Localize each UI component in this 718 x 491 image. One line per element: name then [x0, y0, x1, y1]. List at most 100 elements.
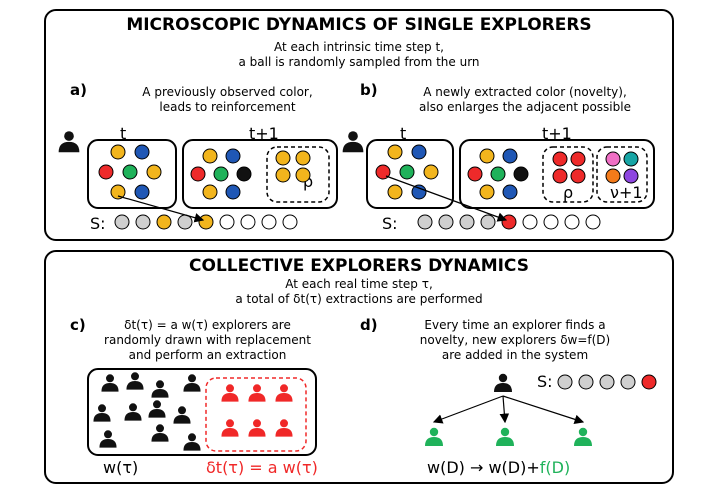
urn-t1-a-ball-black — [236, 166, 252, 182]
new-explorer-arrow — [502, 395, 585, 424]
sequence-b-ball — [417, 214, 433, 230]
panel-b-label: b) — [360, 81, 378, 99]
panel-c-desc-line3: and perform an extraction — [128, 348, 287, 362]
urn-t-b-ball-yellow — [423, 164, 439, 180]
sequence-d-ball — [641, 374, 657, 390]
sequence-d-ball — [557, 374, 573, 390]
sequence-b-ball — [585, 214, 601, 230]
new-explorer-arrow — [432, 395, 504, 424]
sequence-a-ball — [282, 214, 298, 230]
sequence-b-ball — [501, 214, 517, 230]
explorer-red — [275, 419, 293, 437]
formula-f-term: f(D) — [539, 458, 571, 477]
urn-t-b-ball-yellow — [387, 144, 403, 160]
explorer-red — [248, 384, 266, 402]
panel-d-desc-line3: are added in the system — [441, 348, 589, 362]
selected-explorers-box — [205, 377, 307, 452]
explorer-black — [173, 406, 191, 424]
urn-t1-b-ball-yellow — [479, 184, 495, 200]
panel-a-desc-line1: A previously observed color, — [142, 85, 313, 99]
reinforcement-box-a — [266, 146, 330, 203]
urn-t-a-ball-blue — [134, 184, 150, 200]
urn-t1-b-ball-yellow — [479, 148, 495, 164]
reinforcement-ball-yellow — [295, 167, 311, 183]
extraction-arrow-a — [117, 195, 205, 223]
urn-t1-a-ball-blue — [225, 148, 241, 164]
explorer-red — [221, 419, 239, 437]
microscopic-subtitle-line1: At each intrinsic time step t, — [273, 40, 444, 54]
explorer-black — [99, 430, 117, 448]
explorer-black — [101, 374, 119, 392]
panel-b-desc-line1: A newly extracted color (novelty), — [423, 85, 627, 99]
panel-c-desc-line1: δt(τ) = a w(τ) explorers are — [124, 318, 291, 332]
explorer-black — [93, 404, 111, 422]
urn-t-a-ball-blue — [134, 144, 150, 160]
new-explorer-arrow — [499, 395, 510, 424]
panel-a-t-label: t — [120, 124, 127, 143]
new-ball-purple — [623, 168, 639, 184]
explorer-icon — [342, 131, 364, 153]
explorer-red — [275, 384, 293, 402]
panel-a-t1-label: t+1 — [249, 124, 279, 143]
sequence-a-ball — [135, 214, 151, 230]
urn-t1-a-ball-blue — [225, 184, 241, 200]
new-ball-orange — [605, 168, 621, 184]
sequence-a-ball — [177, 214, 193, 230]
microscopic-dynamics-panel — [44, 9, 674, 241]
sequence-d-ball — [578, 374, 594, 390]
microscopic-subtitle-line2: a ball is randomly sampled from the urn — [238, 55, 480, 69]
sequence-b-ball — [480, 214, 496, 230]
new-ball-pink — [605, 151, 621, 167]
panel-a-label: a) — [70, 81, 87, 99]
formula-main: w(D) → w(D)+ — [427, 458, 540, 477]
sequence-d-ball — [599, 374, 615, 390]
panel-d-desc-line2: novelty, new explorers δw=f(D) — [419, 333, 611, 347]
explorer-black — [183, 374, 201, 392]
panel-b-desc-line2: also enlarges the adjacent possible — [419, 100, 631, 114]
microscopic-title: MICROSCOPIC DYNAMICS OF SINGLE EXPLORERS — [126, 15, 592, 35]
urn-t1-b-ball-blue — [502, 184, 518, 200]
sequence-a-ball — [156, 214, 172, 230]
urn-t-b-ball-blue — [411, 184, 427, 200]
panel-c-dt-label: δt(τ) = a w(τ) — [206, 458, 318, 477]
new-ball-teal — [623, 151, 639, 167]
reinforcement-box-b — [542, 146, 594, 203]
urn-t1-b-ball-red — [467, 166, 483, 182]
urn-t-b-ball-green — [399, 164, 415, 180]
urn-t-b — [366, 139, 454, 209]
explorer-black — [148, 400, 166, 418]
panel-d-label: d) — [360, 316, 378, 334]
reinforcement-ball-red — [552, 168, 568, 184]
panel-b-t-label: t — [400, 124, 407, 143]
urn-t-b-ball-blue — [411, 144, 427, 160]
explorer-green — [496, 427, 514, 446]
sequence-b-ball — [564, 214, 580, 230]
explorer-population-box — [87, 368, 317, 456]
sequence-b-ball — [522, 214, 538, 230]
sequence-a-ball — [261, 214, 277, 230]
explorer-green — [425, 427, 443, 446]
explorer-red — [221, 384, 239, 402]
panel-d-sequence-label: S: — [537, 372, 553, 391]
sequence-d-ball — [620, 374, 636, 390]
urn-t1-a — [182, 139, 338, 209]
explorer-black — [126, 372, 144, 390]
urn-t1-a-ball-yellow — [202, 184, 218, 200]
urn-t-b-ball-yellow — [387, 184, 403, 200]
sequence-b-ball — [459, 214, 475, 230]
panel-d-desc-line1: Every time an explorer finds a — [424, 318, 606, 332]
reinforcement-ball-yellow — [275, 150, 291, 166]
urn-t-b-ball-red — [375, 164, 391, 180]
reinforcement-ball-red — [552, 151, 568, 167]
panel-c-label: c) — [70, 316, 86, 334]
sequence-a-ball — [240, 214, 256, 230]
urn-t1-a-ball-red — [190, 166, 206, 182]
urn-t1-b — [459, 139, 655, 209]
sequence-b-ball — [438, 214, 454, 230]
urn-t-a-ball-yellow — [146, 164, 162, 180]
sequence-a-ball — [219, 214, 235, 230]
panel-b-t1-label: t+1 — [542, 124, 572, 143]
collective-title: COLLECTIVE EXPLORERS DYNAMICS — [189, 256, 529, 276]
explorer-black — [151, 424, 169, 442]
